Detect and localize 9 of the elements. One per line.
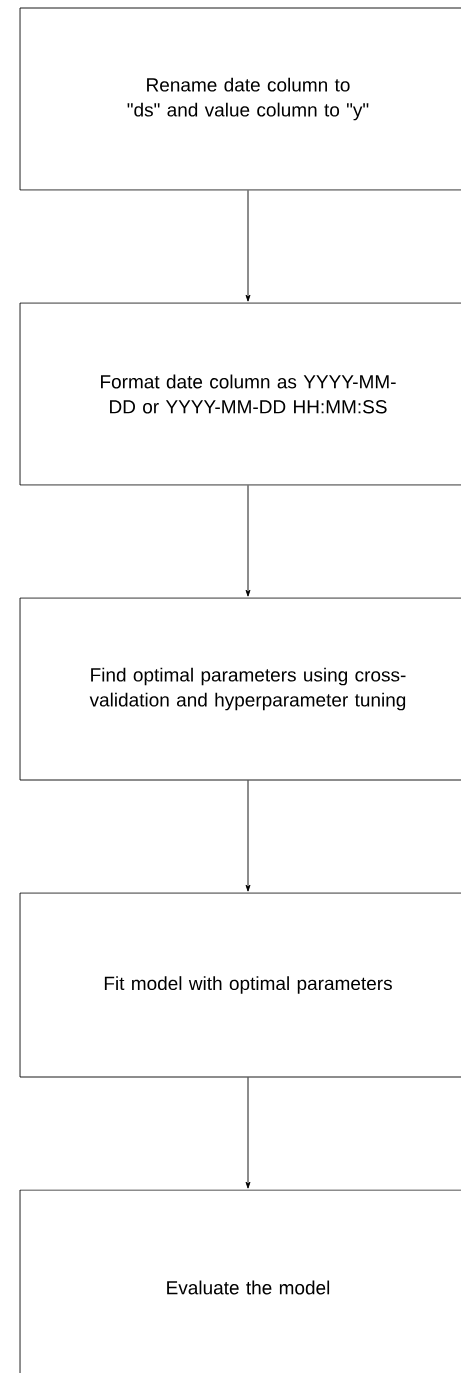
- process-box: Format date column as YYYY-MM-DD or YYYY-MM-DD HH:MM:SS: [19, 302, 461, 486]
- arrow: [245, 780, 251, 892]
- process-box: Evaluate the model: [19, 1189, 461, 1373]
- arrow: [245, 1077, 251, 1189]
- process-box: Fit model with optimal parameters: [19, 892, 461, 1078]
- arrow: [245, 485, 251, 597]
- process-box: Find optimal parameters using cross-validation and hyperparameter tuning: [19, 597, 461, 781]
- arrow: [245, 190, 251, 302]
- process-box: Rename date column to "ds" and value column to "y": [19, 7, 461, 191]
